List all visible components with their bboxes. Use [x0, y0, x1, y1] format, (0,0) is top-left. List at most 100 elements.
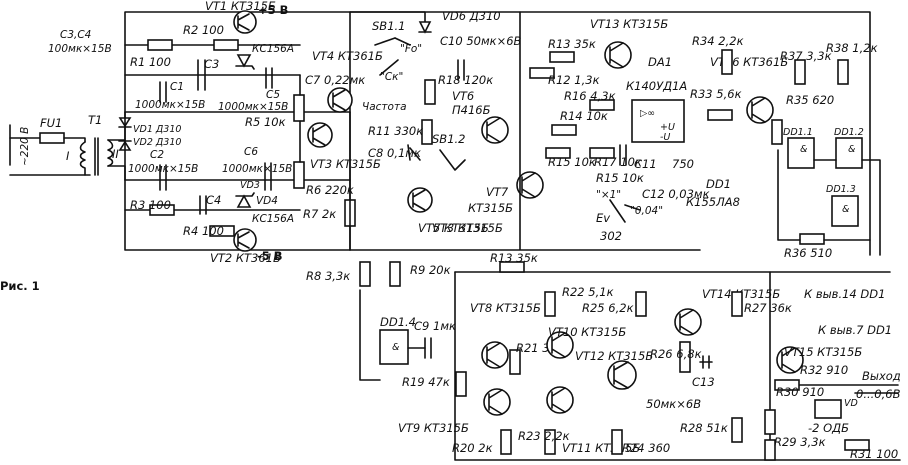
resistor-r30	[764, 409, 776, 435]
capacitor-c4	[199, 195, 207, 215]
resistor-r23	[544, 429, 556, 455]
vt9-label: VT9 КТ315Б	[398, 421, 469, 435]
vt5-label: VT5 КТ315Б	[418, 221, 489, 235]
c1-value: 1000мк×15В	[135, 99, 205, 111]
resistor-r8	[359, 261, 371, 287]
vd-type-label: -2 ОДБ	[808, 421, 849, 435]
gate-dd1-1	[787, 137, 815, 169]
logic-section: R37 3,3к R38 1,2к & DD1.1 & DD1.2 & DD1.…	[777, 41, 881, 260]
r2-label: R2 100	[183, 23, 224, 37]
winding-secondary-label: II	[112, 147, 119, 161]
resistor-r13-lower	[499, 261, 525, 273]
winding-primary-label: I	[66, 149, 70, 163]
da1-label: DA1	[648, 55, 672, 69]
ev-label: Ev	[596, 211, 610, 225]
r28-label: R28 51к	[680, 421, 728, 435]
r32-label: R32 910	[800, 363, 848, 377]
dd1-2-label: DD1.2	[834, 127, 864, 138]
cap-group-label: С3,С4	[60, 29, 91, 41]
capacitor-c10	[457, 59, 465, 81]
fuse-label: FU1	[40, 116, 62, 130]
vt3-symbol	[312, 124, 326, 146]
r16-label: R16 4,3к	[564, 89, 616, 103]
c13-value: 50мк×6В	[646, 397, 701, 411]
resistor-r24	[611, 429, 623, 455]
capacitor-c9	[424, 337, 432, 359]
r7-label: R7 2к	[303, 207, 336, 221]
output-section: R13 35к & DD1.4 С9 1мк R19 47к VT8 КТ315…	[359, 251, 901, 461]
r25-label: R25 6,2к	[582, 301, 634, 315]
transistor-vt14	[674, 308, 702, 336]
resistor-r14	[551, 124, 577, 136]
osc-wires	[299, 74, 351, 251]
dd1-label: DD1	[706, 177, 731, 191]
sb2-label: SB1.2	[432, 132, 465, 146]
resistor-r19	[455, 371, 467, 397]
r36-label: R36 510	[784, 246, 832, 260]
sw302-label: 302	[600, 229, 622, 243]
mains-voltage-label: ~220 В	[19, 127, 31, 166]
resistor-r5	[293, 94, 305, 122]
gate3-symbol: &	[842, 204, 849, 215]
r13-lower-label: R13 35к	[490, 251, 538, 265]
opamp-plus-u: +U	[660, 122, 675, 133]
sb2-contact	[439, 149, 466, 171]
gate-dd1-2	[835, 137, 863, 169]
resistor-r11	[421, 119, 433, 145]
c7-label: С7 0,22мк	[305, 73, 365, 87]
dd1-1-label: DD1.1	[783, 127, 813, 138]
transistor-vt13	[604, 41, 632, 69]
c13-label: С13	[692, 375, 715, 389]
resistor-r22	[544, 291, 556, 317]
vt9-symbol	[488, 389, 503, 415]
vt13-symbol	[609, 42, 624, 68]
vt10-label: VT10 КТ315Б	[548, 325, 626, 339]
r5-label: R5 10к	[245, 115, 286, 129]
resistor-r32	[774, 379, 800, 391]
capacitor-c3	[197, 59, 206, 91]
resistor-r33	[707, 109, 733, 121]
r17-label: R17 10к	[594, 155, 642, 169]
capacitor-c1	[159, 81, 167, 103]
capacitor-c6	[264, 162, 272, 191]
transformer-label: T1	[88, 113, 102, 127]
cap-group-value: 100мк×15В	[48, 43, 112, 55]
r14-label: R14 10к	[560, 109, 608, 123]
transistor-vt12	[607, 360, 637, 390]
resistor-r25	[635, 291, 647, 317]
r9-label: R9 20к	[410, 263, 451, 277]
transformer-primary	[79, 141, 86, 176]
transistor-vt11	[546, 386, 574, 414]
transistor-vt9	[483, 388, 511, 416]
resistor-r27	[731, 291, 743, 317]
plus-rail-label: +5 В	[258, 3, 288, 17]
r26-label: R26 6,8к	[650, 347, 702, 361]
psu-buses	[124, 44, 351, 211]
zener-lower	[236, 194, 252, 208]
resistor-r18	[424, 79, 436, 105]
resistor-r1	[147, 39, 173, 51]
vt16-symbol	[751, 97, 766, 123]
zener-upper-bar	[235, 65, 255, 70]
zener2-label: КС156А	[252, 213, 294, 225]
oscillator-section: VT3 КТ315Б VT4 КТ361Б С7 0,22мк R6 220к …	[293, 49, 383, 251]
r22-label: R22 5,1к	[562, 285, 614, 299]
da1-type: К140УД1А	[626, 79, 687, 93]
vt3-label: VT3 КТ315Б	[310, 157, 381, 171]
output-terminals	[799, 384, 899, 394]
r4-label: R4 100	[183, 224, 224, 238]
c1-label: С1	[170, 81, 184, 93]
r23-label: R23 2,2к	[518, 429, 570, 443]
chastota-label: Частота	[362, 101, 407, 113]
vt4-symbol	[332, 89, 346, 111]
transistor-vt1	[233, 10, 257, 34]
right-rail	[519, 11, 871, 256]
capacitor-c5	[265, 67, 273, 89]
figure-caption: Рис. 1	[0, 279, 40, 293]
to-dd1-14-label: К выв.14 DD1	[804, 287, 885, 301]
switch-range	[609, 199, 641, 223]
resistor-r15	[545, 147, 571, 159]
vt11-symbol	[551, 387, 566, 413]
gate-dd1-3	[831, 195, 859, 227]
